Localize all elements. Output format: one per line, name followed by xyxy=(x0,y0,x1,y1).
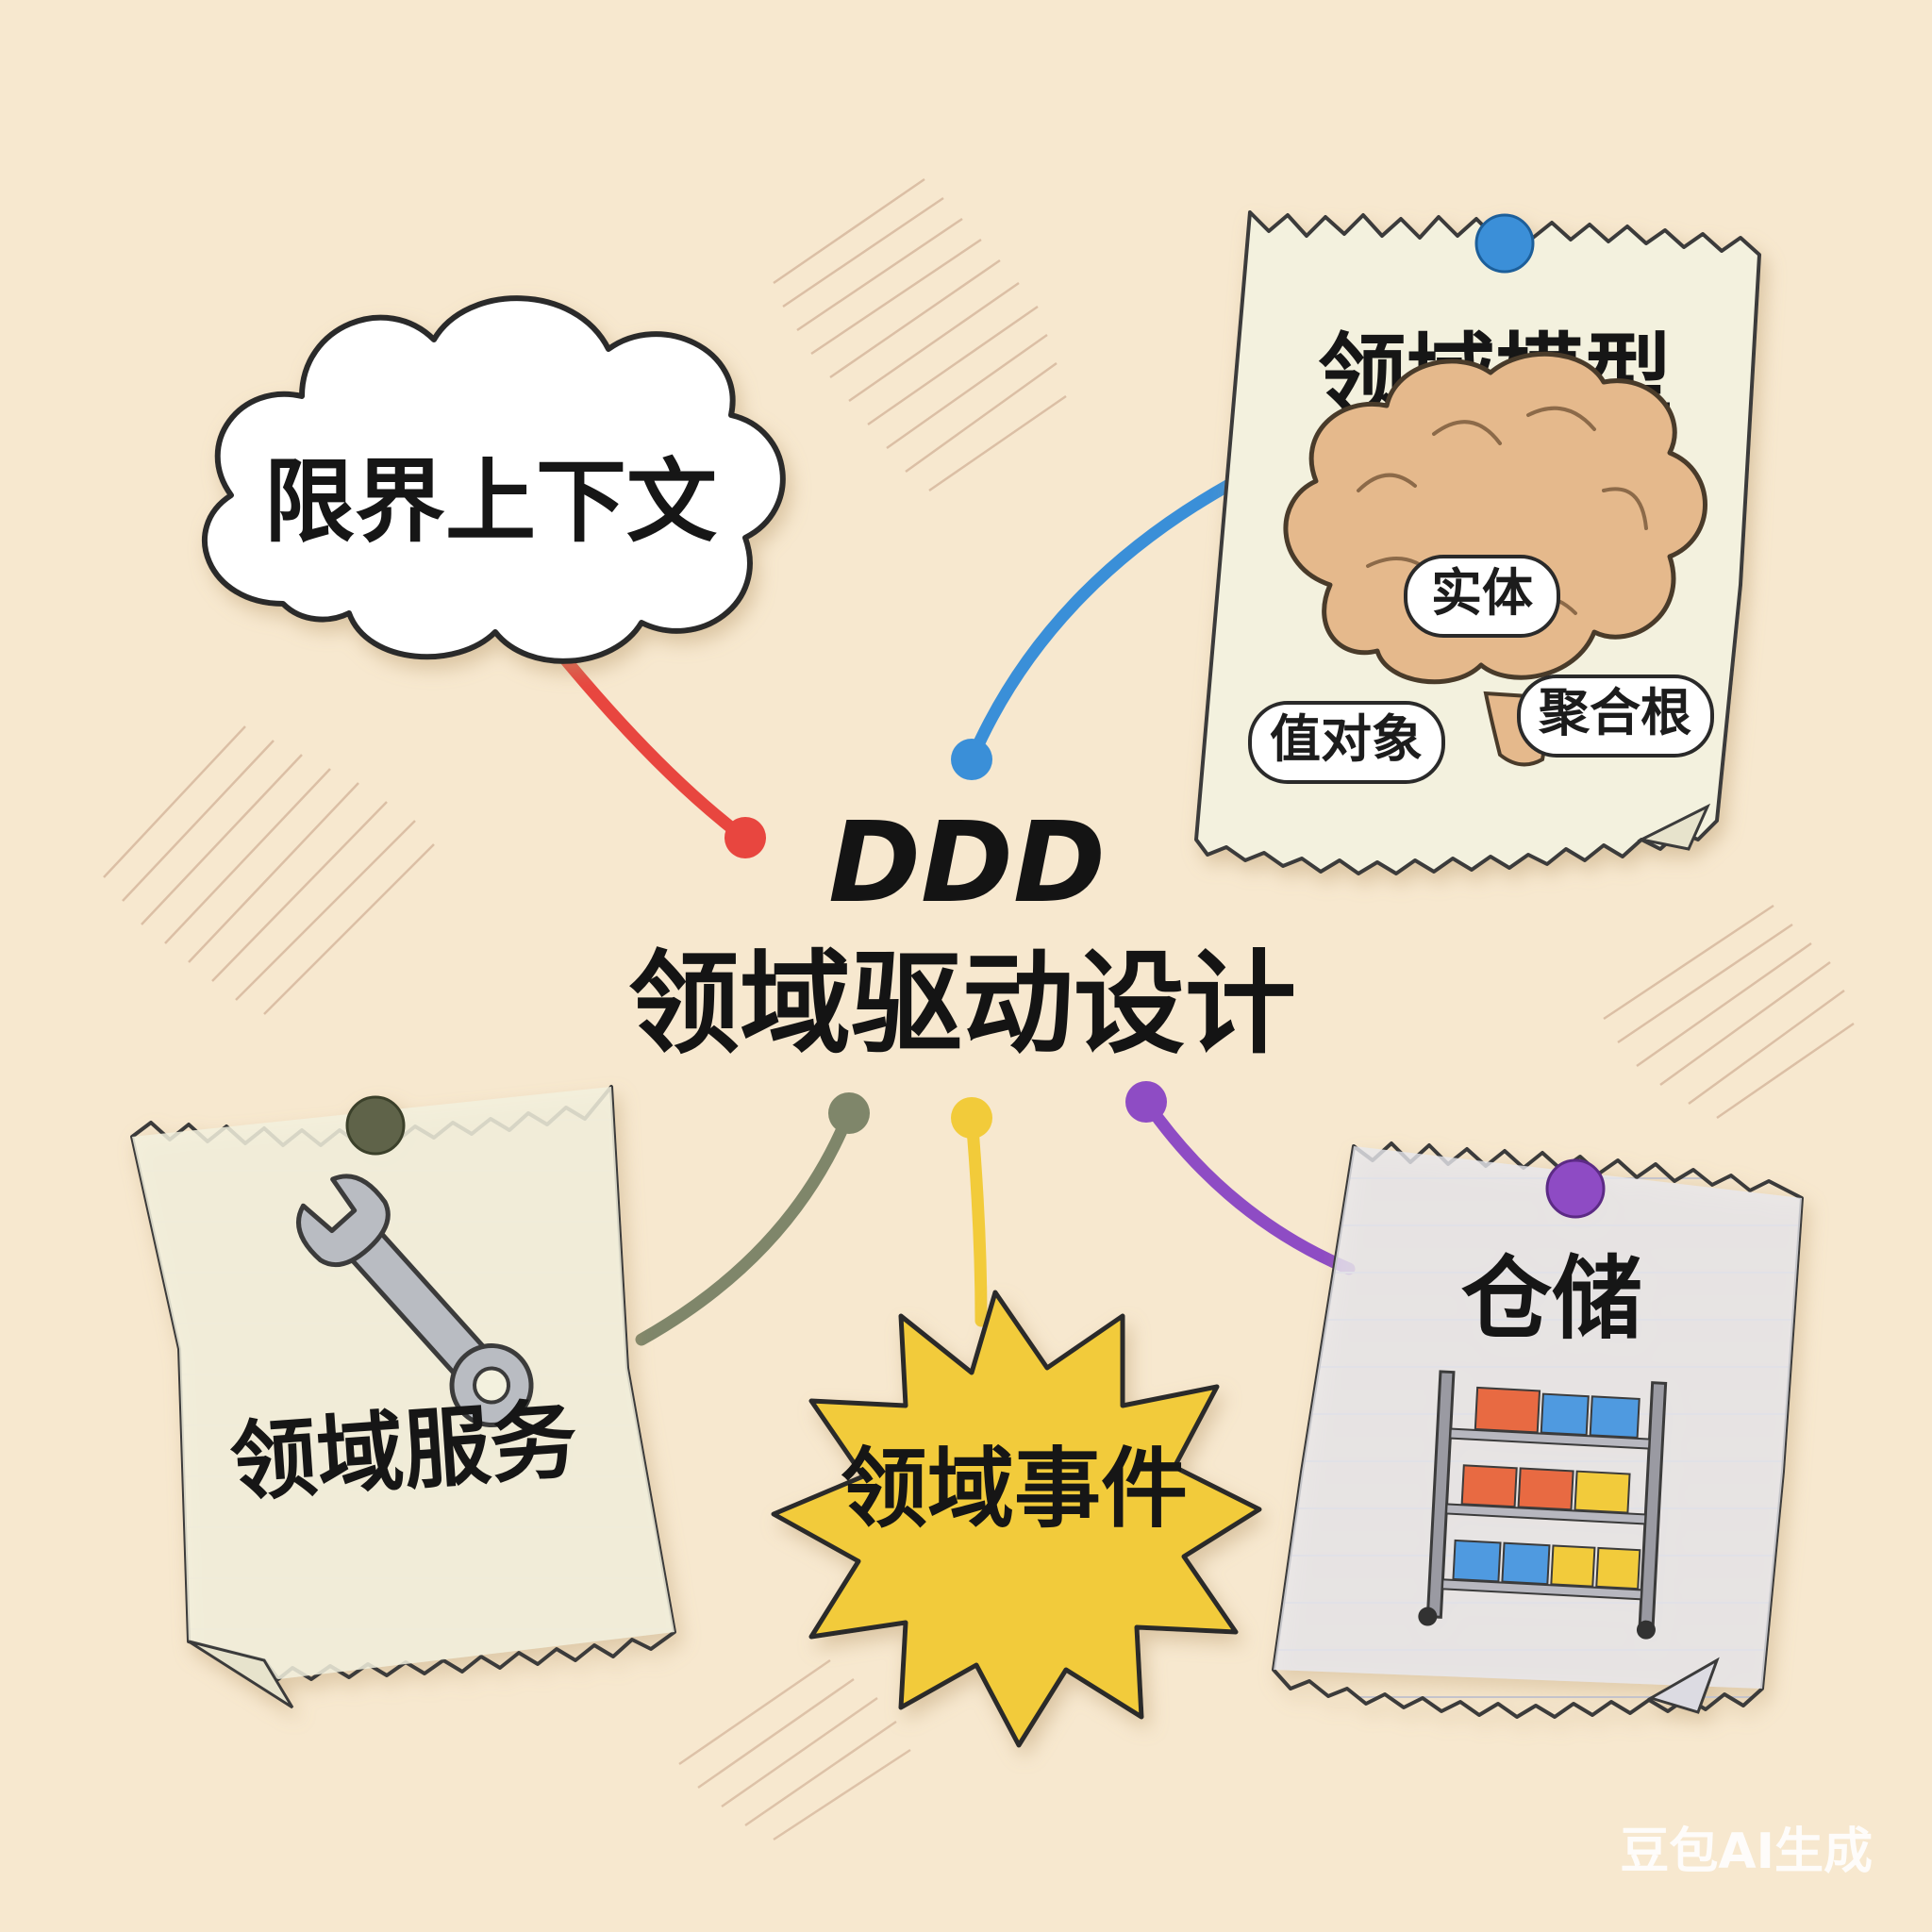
brain-icon xyxy=(1283,351,1707,767)
connector-dot-domain-model xyxy=(951,739,992,780)
watermark: 豆包AI生成 xyxy=(1620,1824,1873,1880)
domain-model-note: 领域模型 实体 值对象 聚合根 xyxy=(1194,210,1761,875)
domain-service-label: 领域服务 xyxy=(227,1389,581,1513)
hatch-decoration-right xyxy=(1603,904,1855,1120)
connector-dot-domain-service xyxy=(828,1092,870,1134)
connector-bounded-context xyxy=(559,654,747,841)
connector-domain-event xyxy=(965,1111,988,1327)
shelf-icon xyxy=(1418,1370,1668,1640)
pin-icon-purple xyxy=(1545,1158,1606,1219)
connector-dot-domain-event xyxy=(951,1097,992,1139)
domain-event-label: 领域事件 xyxy=(841,1439,1188,1540)
chip-entity-label: 实体 xyxy=(1431,563,1533,623)
chip-value-object-label: 值对象 xyxy=(1270,709,1423,769)
wrench-icon xyxy=(296,1174,534,1428)
pin-icon-blue xyxy=(1474,213,1535,274)
repository-label: 仓储 xyxy=(1461,1246,1642,1352)
hatch-decoration-top xyxy=(773,177,1067,492)
chip-aggregate-root-label: 聚合根 xyxy=(1538,683,1691,742)
bounded-context-label: 限界上下文 xyxy=(264,449,717,555)
repository-note: 仓储 xyxy=(1272,1141,1804,1719)
chip-aggregate-root: 聚合根 xyxy=(1517,675,1714,758)
domain-event-burst: 领域事件 xyxy=(771,1290,1262,1748)
bounded-context-cloud: 限界上下文 xyxy=(202,295,786,664)
center-title: DDD 领域驱动设计 xyxy=(628,797,1296,1069)
pin-icon-olive xyxy=(345,1095,406,1156)
connector-repository xyxy=(1140,1095,1356,1275)
connector-domain-service xyxy=(635,1107,856,1346)
center-title-full: 领域驱动设计 xyxy=(628,939,1296,1069)
connector-dot-bounded-context xyxy=(724,817,766,858)
connector-domain-model xyxy=(965,475,1242,766)
center-title-abbr: DDD xyxy=(828,797,1106,927)
hatch-decoration-left xyxy=(103,725,435,1015)
hatch-decoration-bottom xyxy=(678,1658,911,1841)
domain-service-note: 领域服务 xyxy=(130,1085,676,1709)
connector-dot-repository xyxy=(1125,1081,1167,1123)
chip-value-object: 值对象 xyxy=(1248,701,1445,784)
chip-entity: 实体 xyxy=(1404,555,1560,638)
